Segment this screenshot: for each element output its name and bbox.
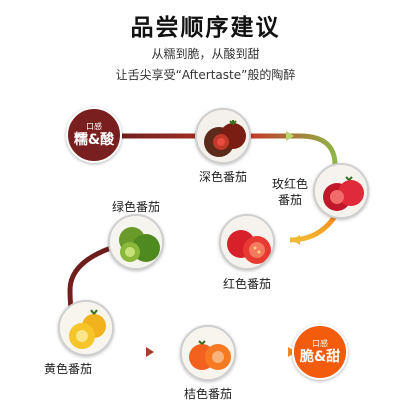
yellow-tomato-label: 黄色番茄: [43, 362, 92, 376]
subtitle-line-2: 让舌尖享受“Aftertaste”般的陶醉: [115, 68, 296, 82]
subtitle-line-1: 从糯到脆，从酸到甜: [151, 47, 260, 61]
page-title: 品尝顺序建议: [130, 15, 281, 41]
start-badge: 口感 糯&酸: [66, 107, 122, 163]
dark-tomato-label: 深色番茄: [198, 170, 247, 184]
end-badge: 口感 脆&甜: [292, 324, 348, 380]
red-tomato-image: [219, 214, 275, 270]
rose-tomato-label-line-1: 玫红色: [271, 177, 308, 191]
rose-tomato-label: 玫红色 番茄: [270, 176, 310, 208]
start-badge-text: 糯&酸: [73, 131, 115, 148]
green-tomato-image: [108, 214, 164, 270]
start-badge-caption: 口感: [86, 121, 102, 131]
orange-tomato-image: [180, 325, 236, 381]
red-tomato-label: 红色番茄: [222, 277, 271, 291]
green-tomato-label: 绿色番茄: [111, 200, 160, 214]
rose-tomato-label-line-2: 番茄: [277, 193, 302, 207]
end-badge-text: 脆&甜: [299, 348, 341, 365]
orange-tomato-label: 桔色番茄: [183, 387, 232, 401]
dark-tomato-image: [195, 108, 251, 164]
end-badge-caption: 口感: [312, 338, 328, 348]
yellow-tomato-image: [58, 300, 114, 356]
rose-tomato-image: [313, 163, 369, 219]
